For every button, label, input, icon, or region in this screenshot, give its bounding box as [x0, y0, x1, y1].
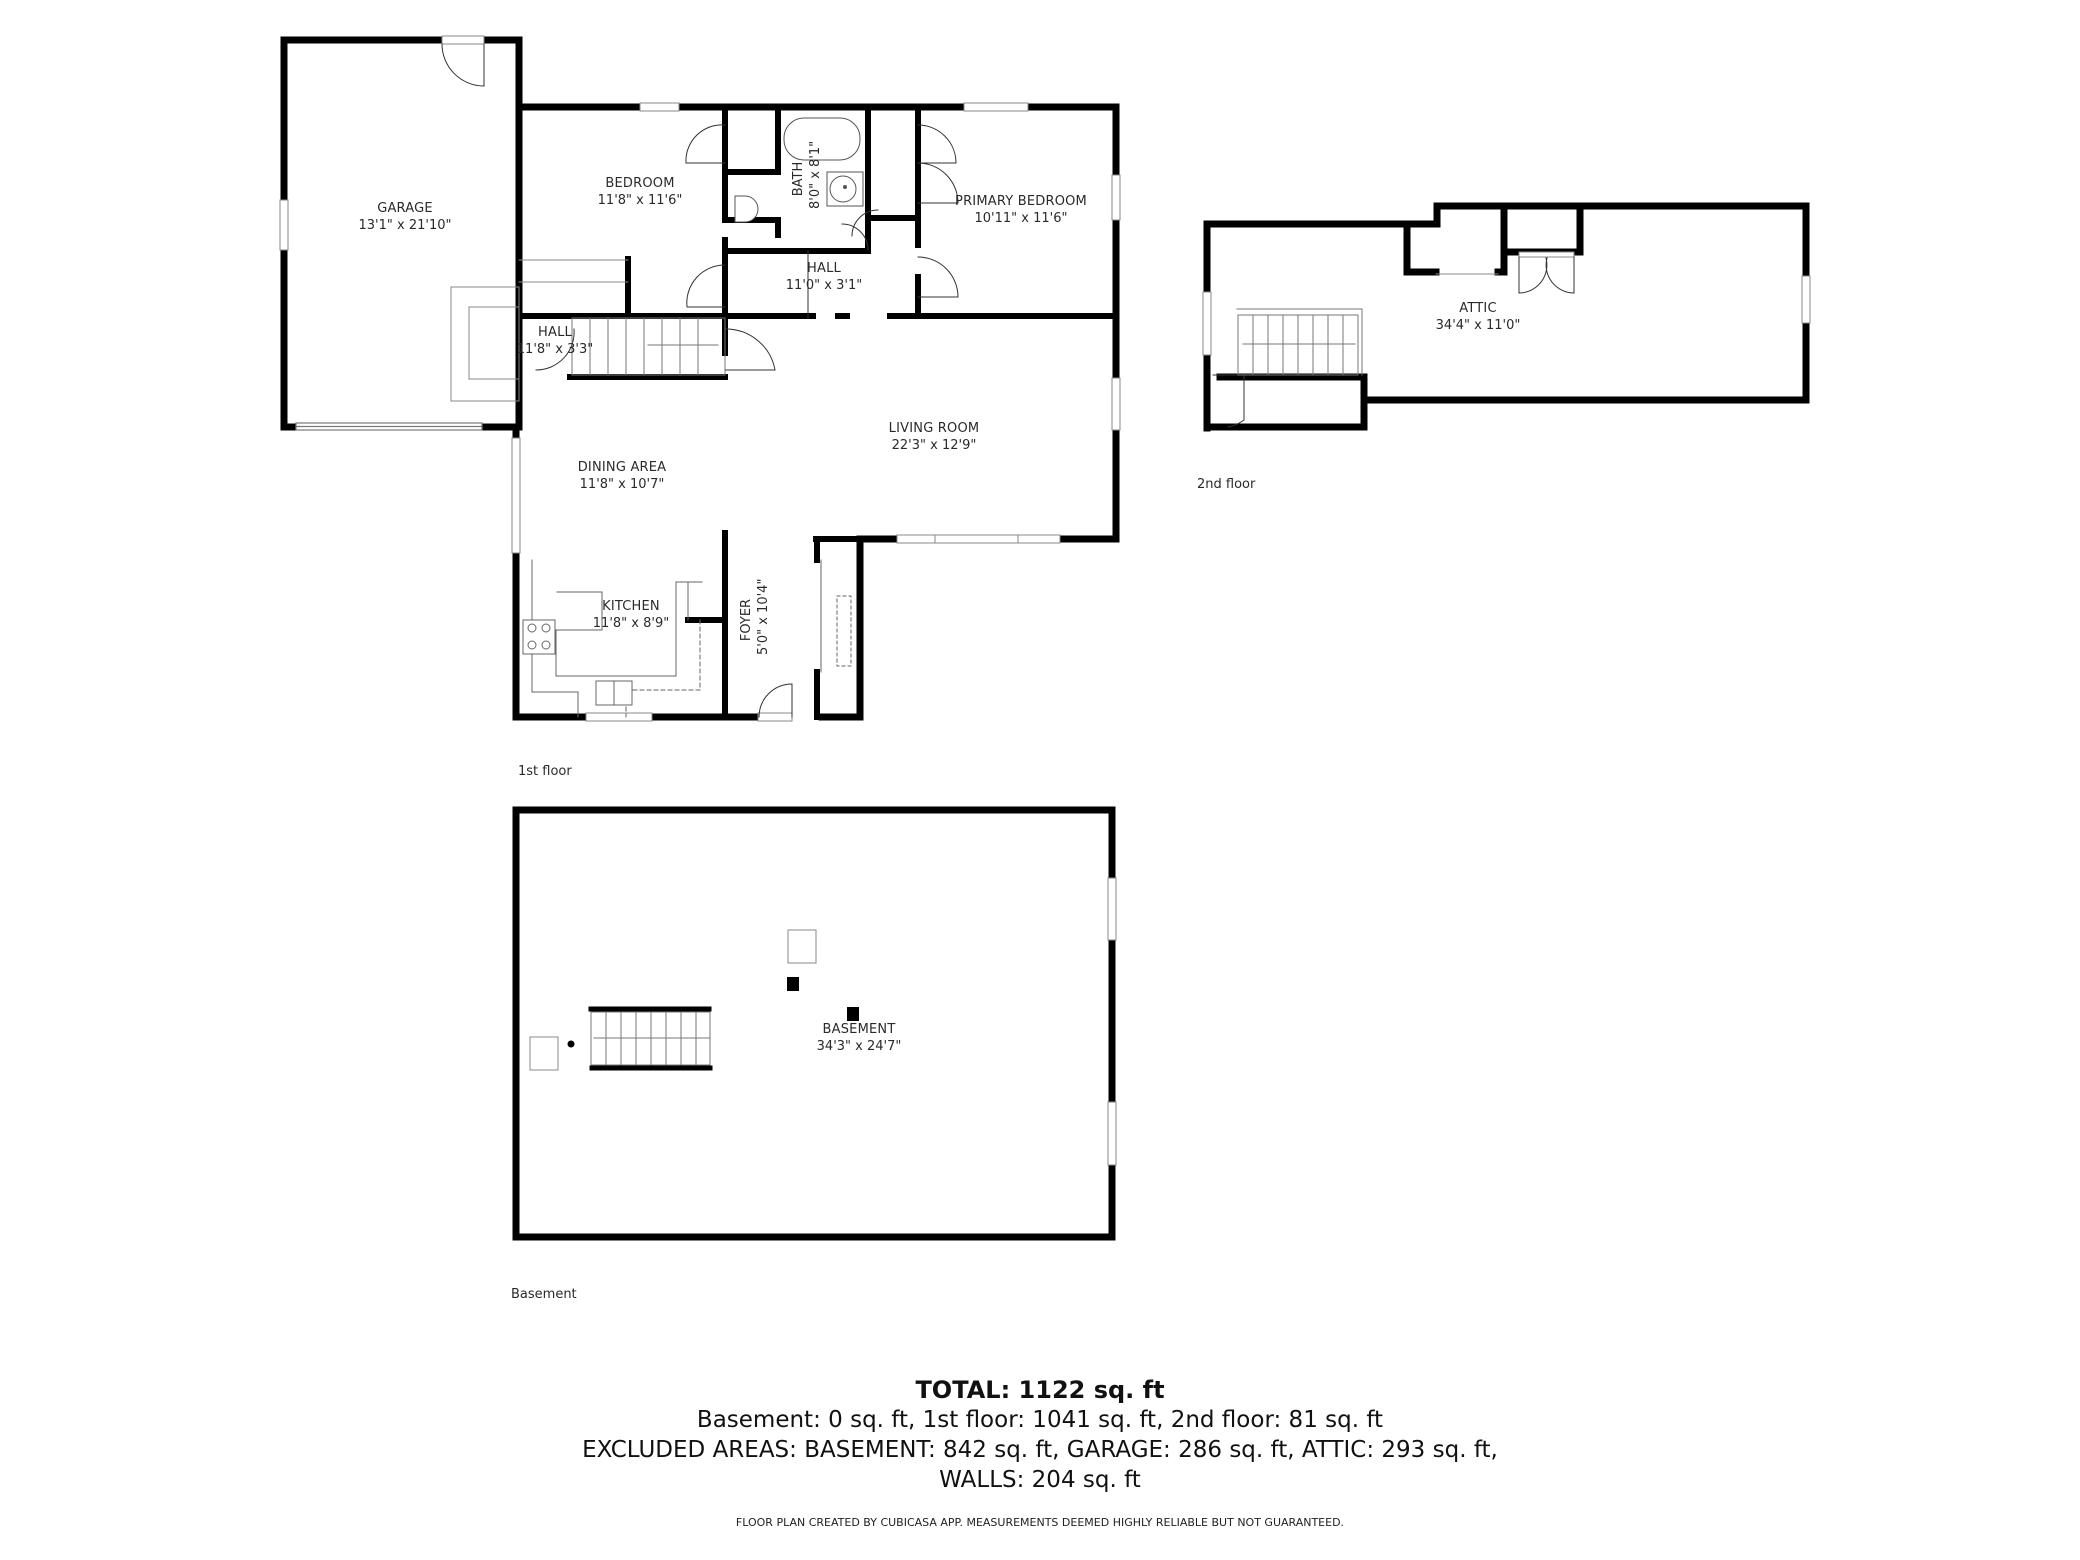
garage-step-outline [450, 259, 629, 402]
garage-walls [280, 36, 523, 431]
room-name: BATH [791, 161, 806, 197]
garage-entry-door [441, 35, 485, 87]
floor-label-second: 2nd floor [1197, 477, 1256, 492]
garage-window [279, 199, 289, 251]
first-floor-stairs [571, 317, 726, 376]
house-windows [511, 102, 1121, 722]
room-name: KITCHEN [602, 599, 660, 614]
room-name: BASEMENT [822, 1022, 896, 1037]
area-by-floor: Basement: 0 sq. ft, 1st floor: 1041 sq. … [696, 1407, 1384, 1433]
room-label-kitchen: KITCHEN 11'8" x 8'9" [593, 598, 669, 632]
room-label-bedroom: BEDROOM 11'8" x 11'6" [598, 175, 683, 209]
floor-label-basement: Basement [511, 1287, 577, 1302]
room-name: DINING AREA [577, 460, 667, 475]
attic-windows [1202, 251, 1811, 356]
room-name: BEDROOM [605, 176, 675, 191]
room-label-hall-upper: HALL 11'0" x 3'1" [786, 260, 862, 294]
room-label-garage: GARAGE 13'1" x 21'10" [359, 200, 452, 234]
basement-plan [512, 806, 1117, 1241]
room-name: FOYER [739, 598, 754, 642]
floor-label-first: 1st floor [518, 764, 572, 779]
attic-stairs [1236, 308, 1363, 376]
kitchen-counters [522, 559, 703, 718]
room-label-primary-bedroom: PRIMARY BEDROOM 10'11" x 11'6" [955, 193, 1087, 227]
attic-doors [1212, 256, 1575, 428]
basement-posts [567, 977, 859, 1048]
room-label-hall-stairs: HALL 11'8" x 3'3" [517, 324, 593, 358]
room-dims: 13'1" x 21'10" [358, 218, 452, 233]
room-label-dining-area: DINING AREA 11'8" x 10'7" [578, 459, 667, 493]
room-dims: 5'0" x 10'4" [756, 578, 771, 655]
attic-walls [1203, 202, 1810, 432]
excluded-walls: WALLS: 204 sq. ft [939, 1467, 1141, 1493]
room-name: GARAGE [377, 201, 433, 216]
room-dims: 11'0" x 3'1" [785, 278, 863, 293]
basement-stairs [590, 1011, 711, 1066]
first-floor-plan [279, 35, 1121, 722]
foyer-closet [820, 559, 852, 673]
basement-windows [1107, 877, 1117, 1166]
house-doors [535, 124, 959, 718]
room-dims: 11'8" x 11'6" [597, 193, 683, 208]
disclaimer: FLOOR PLAN CREATED BY CUBICASA APP. MEAS… [735, 1516, 1345, 1529]
second-floor-plan [1202, 202, 1811, 432]
room-name: HALL [538, 325, 572, 340]
room-name: HALL [807, 261, 841, 276]
room-dims: 34'3" x 24'7" [816, 1039, 902, 1054]
excluded-areas: EXCLUDED AREAS: BASEMENT: 842 sq. ft, GA… [582, 1437, 1498, 1463]
room-dims: 34'4" x 11'0" [1435, 318, 1521, 333]
basement-walls [512, 806, 1116, 1241]
room-dims: 11'8" x 8'9" [592, 616, 670, 631]
room-dims: 11'8" x 10'7" [579, 477, 665, 492]
room-label-basement: BASEMENT 34'3" x 24'7" [817, 1021, 902, 1055]
basement-stair-walls [588, 1006, 713, 1071]
bath-fixtures [734, 117, 864, 223]
room-name: PRIMARY BEDROOM [955, 194, 1087, 209]
room-dims: 11'8" x 3'3" [516, 342, 594, 357]
room-label-attic: ATTIC 34'4" x 11'0" [1436, 300, 1521, 334]
room-dims: 22'3" x 12'9" [891, 438, 977, 453]
room-name: LIVING ROOM [888, 421, 980, 436]
total-area: TOTAL: 1122 sq. ft [915, 1376, 1165, 1404]
basement-fixtures [529, 929, 817, 1071]
room-dims: 10'11" x 11'6" [974, 211, 1068, 226]
room-name: ATTIC [1459, 301, 1497, 316]
room-dims: 8'0" x 8'1" [808, 140, 823, 209]
room-label-living-room: LIVING ROOM 22'3" x 12'9" [889, 420, 980, 454]
garage-door [295, 422, 483, 431]
